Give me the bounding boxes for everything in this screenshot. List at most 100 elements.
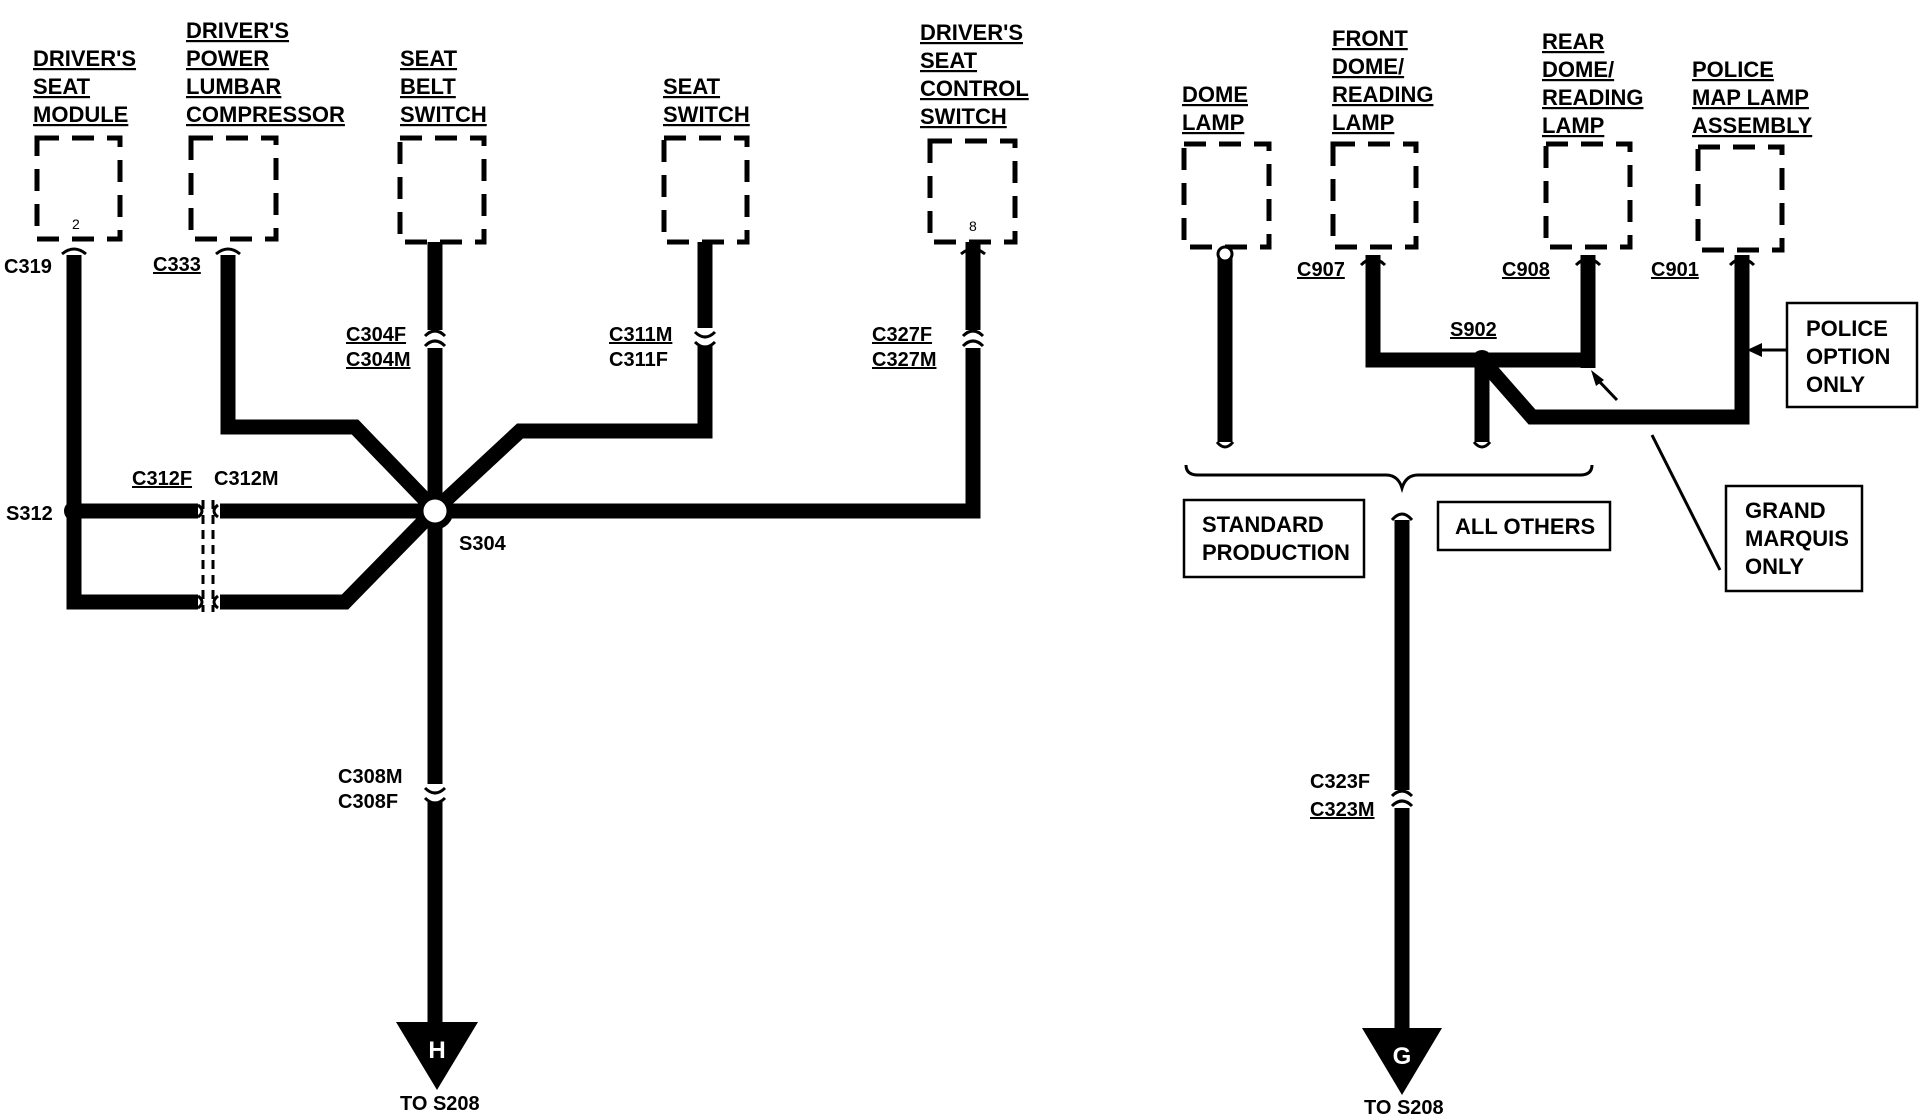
- label-seat-belt-switch: SEAT BELT SWITCH: [400, 46, 487, 127]
- svg-text:DOME/: DOME/: [1542, 57, 1614, 82]
- label-drivers-seat-module: DRIVER'S SEAT MODULE: [33, 46, 136, 127]
- svg-text:READING: READING: [1332, 82, 1433, 107]
- connector-c311-mark: [693, 328, 717, 349]
- ground-to-h: TO S208: [400, 1093, 480, 1115]
- svg-text:S304: S304: [459, 533, 507, 555]
- svg-text:MAP LAMP: MAP LAMP: [1692, 85, 1809, 110]
- svg-text:2: 2: [72, 216, 80, 232]
- wire-lumbar-compressor: [220, 255, 441, 516]
- svg-text:C308F: C308F: [338, 791, 398, 813]
- svg-text:LAMP: LAMP: [1332, 110, 1394, 135]
- police-map-lamp-box: [1695, 144, 1785, 253]
- wire-police-map-lamp: [1476, 255, 1750, 425]
- police-option-note: POLICE OPTION ONLY: [1785, 301, 1919, 409]
- svg-text:DOME/: DOME/: [1332, 54, 1404, 79]
- svg-text:MODULE: MODULE: [33, 102, 128, 127]
- drivers-seat-control-switch-box: [927, 138, 1018, 245]
- svg-text:MARQUIS: MARQUIS: [1745, 526, 1849, 551]
- left-ground-circuit: DRIVER'S SEAT MODULE DRIVER'S POWER LUMB…: [4, 18, 1029, 1115]
- lumbar-compressor-box: [188, 135, 279, 242]
- terminal-c901: [1728, 257, 1756, 267]
- splice-s312: [64, 501, 84, 521]
- svg-text:C907: C907: [1297, 259, 1345, 281]
- svg-text:ASSEMBLY: ASSEMBLY: [1692, 113, 1813, 138]
- dome-lamp-box: [1181, 141, 1272, 250]
- connector-c323-mark: [1390, 789, 1414, 808]
- svg-text:LUMBAR: LUMBAR: [186, 74, 281, 99]
- svg-text:CONTROL: CONTROL: [920, 76, 1029, 101]
- ground-arrow-g: [1362, 1028, 1442, 1095]
- label-dome-lamp: DOME LAMP: [1182, 82, 1248, 135]
- svg-text:C311F: C311F: [609, 349, 668, 371]
- splice-s304: [416, 492, 454, 530]
- drivers-seat-module-box: [34, 135, 123, 242]
- svg-text:POLICE: POLICE: [1692, 57, 1774, 82]
- svg-text:C304F: C304F: [346, 324, 406, 346]
- label-front-dome-reading-lamp: FRONT DOME/ READING LAMP: [1332, 26, 1433, 135]
- terminal-c327-top: [960, 247, 986, 256]
- label-rear-dome-reading-lamp: REAR DOME/ READING LAMP: [1542, 29, 1643, 138]
- wire-seat-switch: [429, 242, 713, 516]
- svg-text:C312M: C312M: [214, 468, 278, 490]
- terminal-dome-lamp: [1216, 245, 1234, 263]
- grand-marquis-note: GRAND MARQUIS ONLY: [1724, 484, 1864, 593]
- right-ground-circuit: DOME LAMP FRONT DOME/ READING LAMP REAR …: [1181, 26, 1919, 1119]
- svg-text:C333: C333: [153, 254, 201, 276]
- svg-text:DOME: DOME: [1182, 82, 1248, 107]
- connector-c312: [197, 500, 220, 612]
- label-drivers-seat-control-switch: DRIVER'S SEAT CONTROL SWITCH: [920, 20, 1029, 129]
- svg-text:SEAT: SEAT: [400, 46, 458, 71]
- svg-text:S312: S312: [6, 503, 53, 525]
- seat-belt-switch-box: [397, 135, 487, 245]
- svg-text:C304M: C304M: [346, 349, 410, 371]
- svg-text:SEAT: SEAT: [663, 74, 721, 99]
- rear-dome-lamp-box: [1543, 141, 1633, 250]
- svg-text:SEAT: SEAT: [920, 48, 978, 73]
- svg-text:SEAT: SEAT: [33, 74, 91, 99]
- label-seat-switch: SEAT SWITCH: [663, 74, 750, 127]
- standard-production-note: STANDARD PRODUCTION: [1182, 498, 1366, 579]
- svg-text:C319: C319: [4, 256, 52, 278]
- connector-c304-mark: [423, 329, 447, 348]
- svg-text:S902: S902: [1450, 319, 1497, 341]
- ground-letter-h: H: [428, 1037, 445, 1064]
- svg-text:COMPRESSOR: COMPRESSOR: [186, 102, 345, 127]
- svg-text:REAR: REAR: [1542, 29, 1604, 54]
- svg-text:LAMP: LAMP: [1542, 113, 1604, 138]
- svg-text:C908: C908: [1502, 259, 1550, 281]
- connector-c308-mark: [423, 784, 447, 805]
- svg-text:BELT: BELT: [400, 74, 456, 99]
- svg-text:DRIVER'S: DRIVER'S: [920, 20, 1023, 45]
- svg-text:LAMP: LAMP: [1182, 110, 1244, 135]
- svg-text:8: 8: [969, 218, 977, 234]
- splice-s902: [1472, 350, 1492, 370]
- option-brace: [1184, 464, 1594, 494]
- svg-text:C312F: C312F: [132, 468, 192, 490]
- svg-text:SWITCH: SWITCH: [663, 102, 750, 127]
- label-police-map-lamp-assembly: POLICE MAP LAMP ASSEMBLY: [1692, 57, 1813, 138]
- grand-marquis-pointer: [1650, 434, 1722, 571]
- svg-text:C327F: C327F: [872, 324, 932, 346]
- ground-to-g: TO S208: [1364, 1097, 1444, 1119]
- front-dome-lamp-box: [1330, 141, 1419, 250]
- svg-text:C308M: C308M: [338, 766, 402, 788]
- svg-text:ONLY: ONLY: [1806, 372, 1865, 397]
- all-others-note: ALL OTHERS: [1436, 500, 1612, 552]
- svg-text:ONLY: ONLY: [1745, 554, 1804, 579]
- svg-text:C901: C901: [1651, 259, 1699, 281]
- terminal-c907: [1359, 257, 1387, 267]
- svg-text:READING: READING: [1542, 85, 1643, 110]
- ground-arrow-h: [396, 1022, 478, 1090]
- svg-text:PRODUCTION: PRODUCTION: [1202, 540, 1350, 565]
- svg-text:STANDARD: STANDARD: [1202, 512, 1324, 537]
- svg-text:OPTION: OPTION: [1806, 344, 1890, 369]
- connector-c327-mark: [961, 329, 985, 348]
- svg-text:POWER: POWER: [186, 46, 269, 71]
- label-drivers-power-lumbar-compressor: DRIVER'S POWER LUMBAR COMPRESSOR: [186, 18, 345, 127]
- svg-text:C323F: C323F: [1310, 771, 1370, 793]
- svg-text:GRAND: GRAND: [1745, 498, 1826, 523]
- wire-front-dome: [1365, 255, 1588, 368]
- terminal-c908: [1574, 257, 1602, 267]
- svg-text:SWITCH: SWITCH: [400, 102, 487, 127]
- svg-text:DRIVER'S: DRIVER'S: [33, 46, 136, 71]
